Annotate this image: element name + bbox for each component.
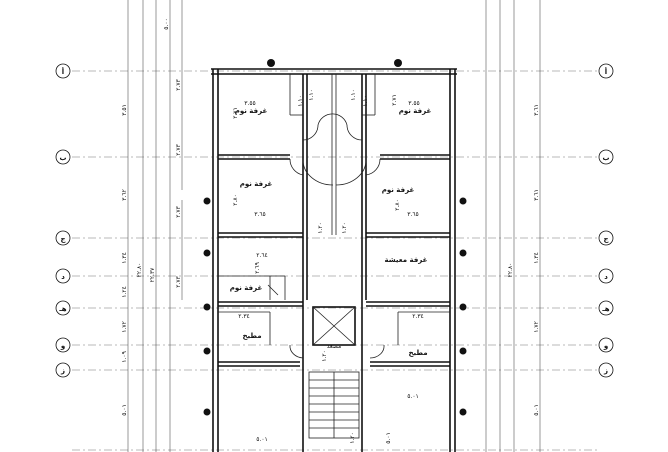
grid-tag-left-3: ج xyxy=(60,235,66,243)
room-label-elevator: مصعد xyxy=(327,343,341,350)
grid-lines xyxy=(72,70,598,451)
room-label-kitchen-r: مطبخ xyxy=(408,349,427,357)
dim-r1: ٢.٧٣ xyxy=(175,78,182,90)
staircase xyxy=(308,371,360,439)
dim-s8: ١.٧٢ xyxy=(121,321,128,333)
dim-h4: ٢.٨٠ xyxy=(394,199,401,211)
room-labels: غرفة نوم غرفة نوم غرفة نوم غرفة نوم غرفة… xyxy=(230,107,432,357)
dim-h3: ٢.٨٠ xyxy=(232,194,239,206)
grid-tag-right-5: هـ xyxy=(601,305,609,313)
room-label-kitchen-l: مطبخ xyxy=(242,332,261,340)
dim-w3: ٣.٦٥ xyxy=(254,211,266,218)
grid-tag-right-7: ز xyxy=(603,367,608,375)
dim-d1b: ١.١٠ xyxy=(297,95,304,107)
dim-h5: ٢.٦٩ xyxy=(254,262,261,274)
dim-b3: ١.٢٠ xyxy=(349,432,356,444)
dim-d1: ١.١٠ xyxy=(308,89,315,101)
dim-d2b: ١.١٠ xyxy=(362,95,369,107)
dim-w2: ٣.٥٥ xyxy=(408,100,420,107)
grid-tag-left-1: أ xyxy=(62,67,64,76)
dim-k2: ٢.٣٤ xyxy=(412,313,424,320)
dim-top1: ٥.٠٠ xyxy=(163,18,170,30)
grid-tag-right-2: ب xyxy=(602,154,609,162)
interior-dimensions: ٣.٥٥ ٣.٥٥ ٢.٧١ ٢.٧١ ٣.٦٥ ٣.٦٥ ٢.٨٠ ٢.٨٠ … xyxy=(232,89,424,444)
dim-t2: ٢٢.٨٠ xyxy=(136,263,143,278)
grid-tag-left-6: و xyxy=(60,342,65,350)
elevator-shaft xyxy=(312,306,356,346)
room-label-bedroom-mr: غرفة نوم xyxy=(382,186,415,194)
room-label-bedroom-tr: غرفة نوم xyxy=(399,107,432,115)
dim-w5: ٢.٦٤ xyxy=(256,252,268,259)
dim-d2: ١.١٠ xyxy=(350,89,357,101)
grid-tag-right-4: د xyxy=(604,273,608,281)
dim-s2: ٣.٦١ xyxy=(533,104,540,116)
dim-t3: ٢٢.٨٠ xyxy=(507,263,514,278)
dim-c3: ١.٢٠ xyxy=(321,350,328,362)
dim-h2: ٢.٧١ xyxy=(391,94,398,106)
dim-s4: ٣.٦١ xyxy=(533,189,540,201)
building-walls xyxy=(211,68,457,452)
grid-tag-right-3: ج xyxy=(603,235,609,243)
room-label-bedroom-tl: غرفة نوم xyxy=(235,107,268,115)
room-label-bedroom-small: غرفة نوم xyxy=(230,284,263,292)
dim-c1: ١.٢٠ xyxy=(317,222,324,234)
dim-t1: ٢٢.٣٧ xyxy=(149,267,156,283)
dim-w4: ٣.٦٥ xyxy=(407,211,419,218)
dim-r2: ٢.٧٣ xyxy=(175,143,182,155)
dim-s1: ٣.٥١ xyxy=(121,104,128,116)
grid-tag-right-6: و xyxy=(603,342,608,350)
grid-tag-left-4: د xyxy=(61,273,65,281)
outer-dimension-texts: ٣.٥١ ٣.٦٢ ١.٣٤ ١.٢٤ ١.٧٢ ١.٠٩ ٥.٠١ ٢٢.٨٠… xyxy=(121,18,540,416)
dim-w1: ٣.٥٥ xyxy=(244,100,256,107)
dim-b2: ٥.٠١ xyxy=(407,393,419,400)
grid-tag-left-2: ب xyxy=(59,154,66,162)
dim-c2: ١.٢٠ xyxy=(341,222,348,234)
dim-k1: ٢.٣٤ xyxy=(238,313,250,320)
dim-h1: ٢.٧١ xyxy=(232,107,239,119)
dim-s10: ١.٧٢ xyxy=(533,321,540,333)
dim-s9: ١.٠٩ xyxy=(121,351,128,363)
dim-r4: ٢.٧٣ xyxy=(175,275,182,287)
room-label-bedroom-ml: غرفة نوم xyxy=(240,180,273,188)
grid-tag-left-5: هـ xyxy=(58,305,66,313)
dim-s7: ١.٢٤ xyxy=(121,286,128,298)
dim-r3: ٢.٧٣ xyxy=(175,205,182,217)
grid-tag-left-7: ز xyxy=(60,367,65,375)
dim-s11: ٥.٠١ xyxy=(121,404,128,416)
dim-b1: ٥.٠١ xyxy=(256,436,268,443)
door-swings xyxy=(267,113,385,359)
dim-b4: ٥.٠١ xyxy=(385,432,392,444)
grid-tags-left: أ ب ج د هـ و ز xyxy=(55,63,71,378)
room-label-living: غرفة معيشة xyxy=(385,256,428,264)
dim-s6: ١.٣٤ xyxy=(533,252,540,264)
grid-tag-right-1: أ xyxy=(605,67,607,76)
outer-dimension-lines xyxy=(127,0,541,452)
column-markers xyxy=(203,59,467,416)
grid-tags-right: أ ب ج د هـ و ز xyxy=(598,63,614,378)
dim-s5: ١.٣٤ xyxy=(121,252,128,264)
dim-s12: ٥.٠١ xyxy=(533,404,540,416)
dim-s3: ٣.٦٢ xyxy=(121,189,128,201)
